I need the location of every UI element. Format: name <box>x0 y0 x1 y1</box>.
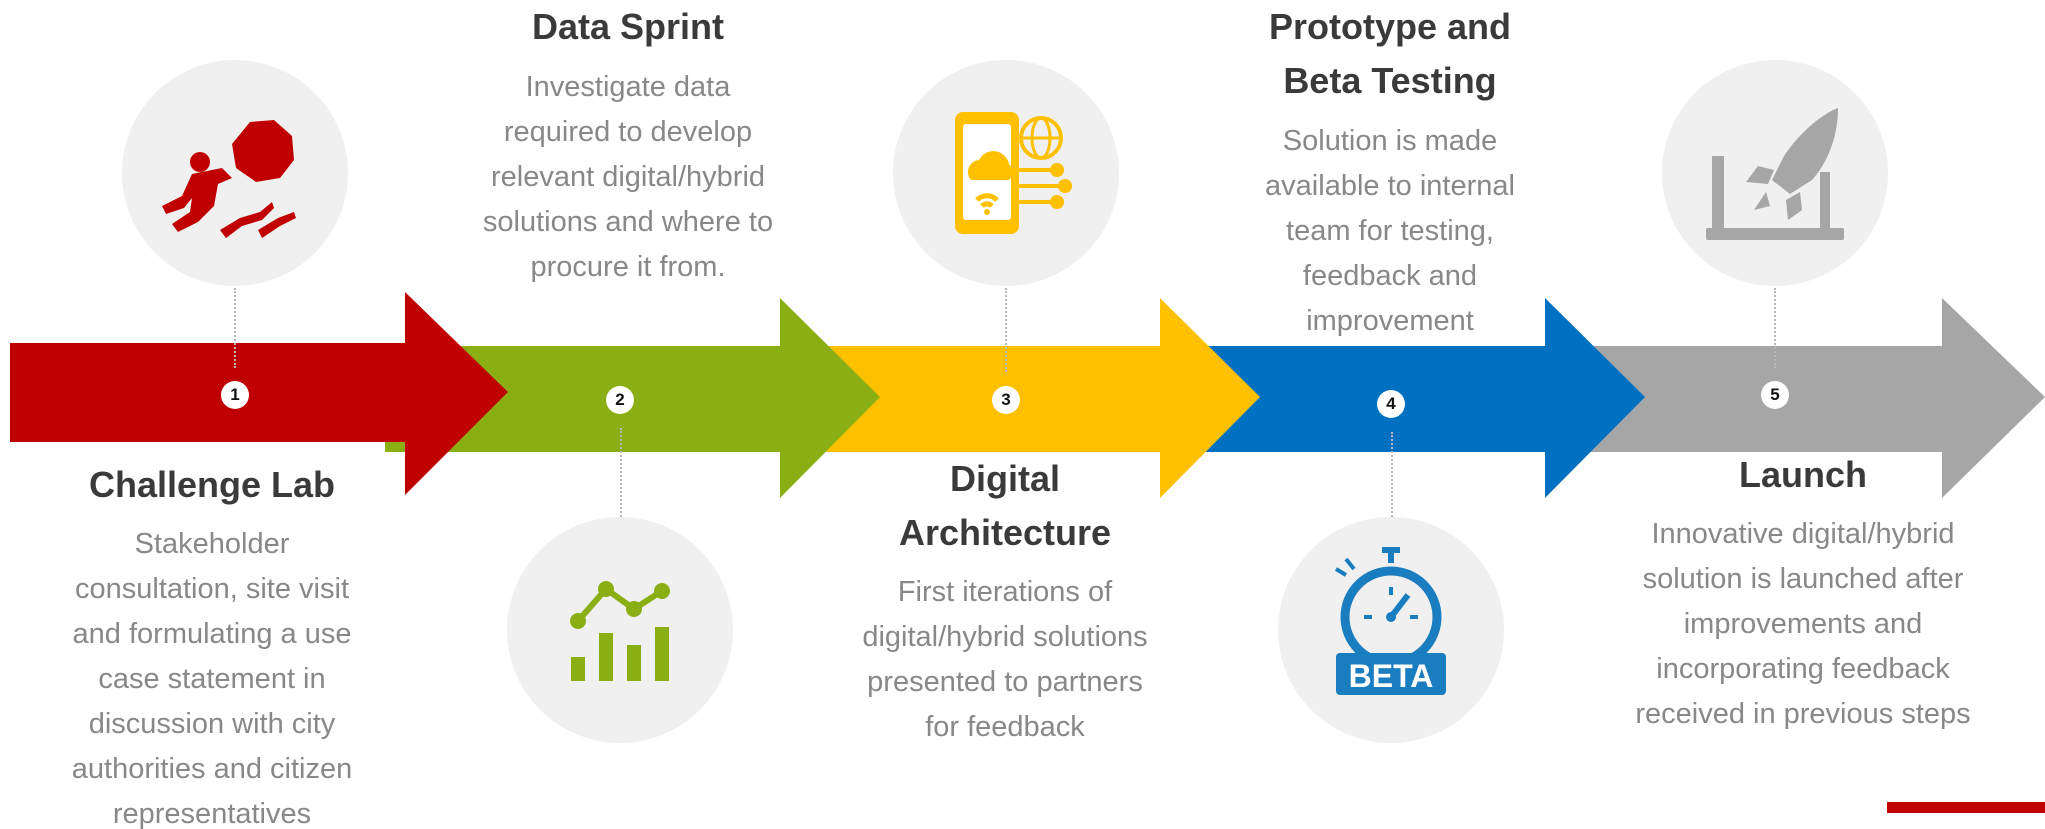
stage-1-title: Challenge Lab <box>88 464 336 505</box>
stage-2-connector <box>620 428 622 520</box>
stage-4-description: Solution is made available to internal t… <box>1265 125 1515 337</box>
cloud-network-phone-icon <box>955 112 1072 234</box>
stage-3-arrow <box>780 298 1260 498</box>
stage-2-title: Data Sprint <box>531 6 725 47</box>
stage-5-icon-circle <box>1662 60 1888 286</box>
stage-5-description: Innovative digital/hybrid solution is la… <box>1635 518 1971 730</box>
stage-5-arrow <box>1545 298 2045 498</box>
stage-2-number-badge: 2 <box>606 386 634 414</box>
stage-5-number-badge: 5 <box>1761 381 1789 409</box>
stage-3-number-badge: 3 <box>992 386 1020 414</box>
stage-4-number-badge: 4 <box>1377 390 1405 418</box>
stage-1-connector <box>234 288 236 368</box>
stage-1-description: Stakeholder consultation, site visit and… <box>71 528 353 829</box>
stage-5-title: Launch <box>1738 454 1867 495</box>
stage-3-title: Digital Architecture <box>898 458 1112 553</box>
stage-1-arrow <box>10 292 508 495</box>
stage-4-connector <box>1391 432 1393 520</box>
stage-1-number-badge: 1 <box>221 381 249 409</box>
sisyphus-boulder-icon <box>162 120 296 238</box>
stage-3-connector <box>1005 288 1007 372</box>
stage-3-icon-circle <box>893 60 1119 286</box>
stage-3-description: First iterations of digital/hybrid solut… <box>862 576 1148 743</box>
line-bar-chart-icon <box>570 581 670 681</box>
stage-2-icon-circle <box>507 517 733 743</box>
stage-4-arrow <box>1170 298 1645 498</box>
stage-1-icon-circle <box>122 60 348 286</box>
stage-4-title: Prototype and Beta Testing <box>1268 6 1511 101</box>
beta-label: BETA <box>1349 658 1434 694</box>
beta-stopwatch-icon: BETA <box>1334 547 1446 695</box>
stage-4-icon-circle: BETA <box>1278 517 1504 743</box>
laptop-rocket-icon <box>1706 108 1844 240</box>
corner-accent-bar <box>1887 802 2045 813</box>
stage-5-connector <box>1774 288 1776 368</box>
stage-2-description: Investigate data required to develop rel… <box>482 71 774 283</box>
